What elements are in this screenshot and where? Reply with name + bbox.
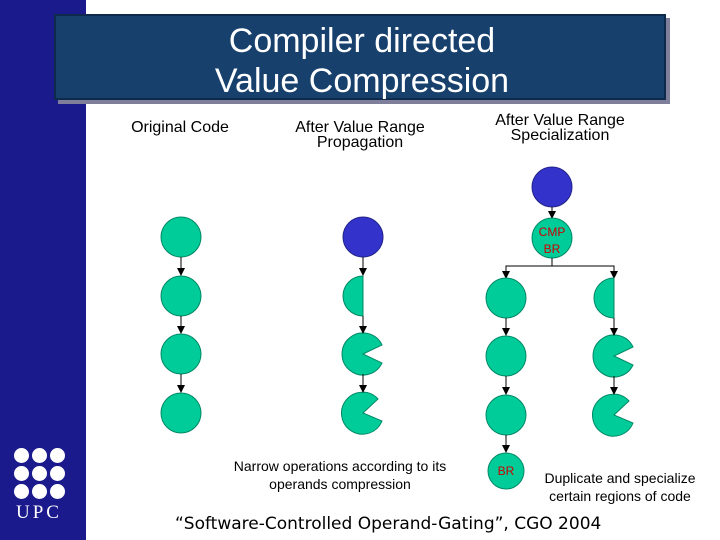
original-node-4 bbox=[160, 392, 202, 434]
column-heading-original: Original Code bbox=[131, 119, 229, 136]
duplicate-specialize-note: Duplicate and specialize certain regions… bbox=[544, 470, 696, 504]
original-code-chain bbox=[160, 216, 202, 434]
cmp-label: CMP bbox=[539, 225, 566, 239]
original-node-2 bbox=[160, 275, 202, 317]
left-branch-node-1 bbox=[485, 277, 527, 319]
citation: “Software-Controlled Operand-Gating”, CG… bbox=[175, 514, 602, 534]
branch-arrow-left bbox=[502, 258, 553, 279]
right-branch-node-2 bbox=[592, 334, 634, 378]
propagation-node-3 bbox=[341, 332, 383, 376]
propagation-chain bbox=[341, 216, 384, 435]
specialization-root-node bbox=[531, 166, 573, 208]
title-line-1: Compiler directed bbox=[228, 22, 496, 60]
propagation-node-2 bbox=[342, 275, 364, 317]
propagation-node-1 bbox=[342, 216, 384, 258]
branch-arrow-right bbox=[552, 265, 618, 279]
specialization-graph: CMP BR BR bbox=[485, 166, 634, 490]
slide-title: Compiler directed Value Compression bbox=[54, 14, 666, 100]
column-heading-propagation: After Value Range Propagation bbox=[295, 119, 425, 151]
br-legend-label: BR bbox=[498, 464, 515, 478]
left-branch-br-node bbox=[487, 452, 525, 490]
right-branch-node-3 bbox=[592, 393, 634, 437]
right-branch-node-1 bbox=[593, 277, 615, 319]
title-line-2: Value Compression bbox=[214, 62, 510, 100]
left-branch-node-3 bbox=[485, 394, 527, 436]
original-node-1 bbox=[160, 216, 202, 258]
propagation-node-4 bbox=[341, 391, 383, 435]
br-label: BR bbox=[544, 242, 561, 256]
logo-text: UPC bbox=[16, 502, 62, 523]
left-branch-node-2 bbox=[485, 335, 527, 377]
column-heading-specialization: After Value Range Specialization bbox=[495, 112, 625, 144]
narrow-operations-note: Narrow operations according to its opera… bbox=[233, 458, 447, 492]
original-node-3 bbox=[160, 333, 202, 375]
